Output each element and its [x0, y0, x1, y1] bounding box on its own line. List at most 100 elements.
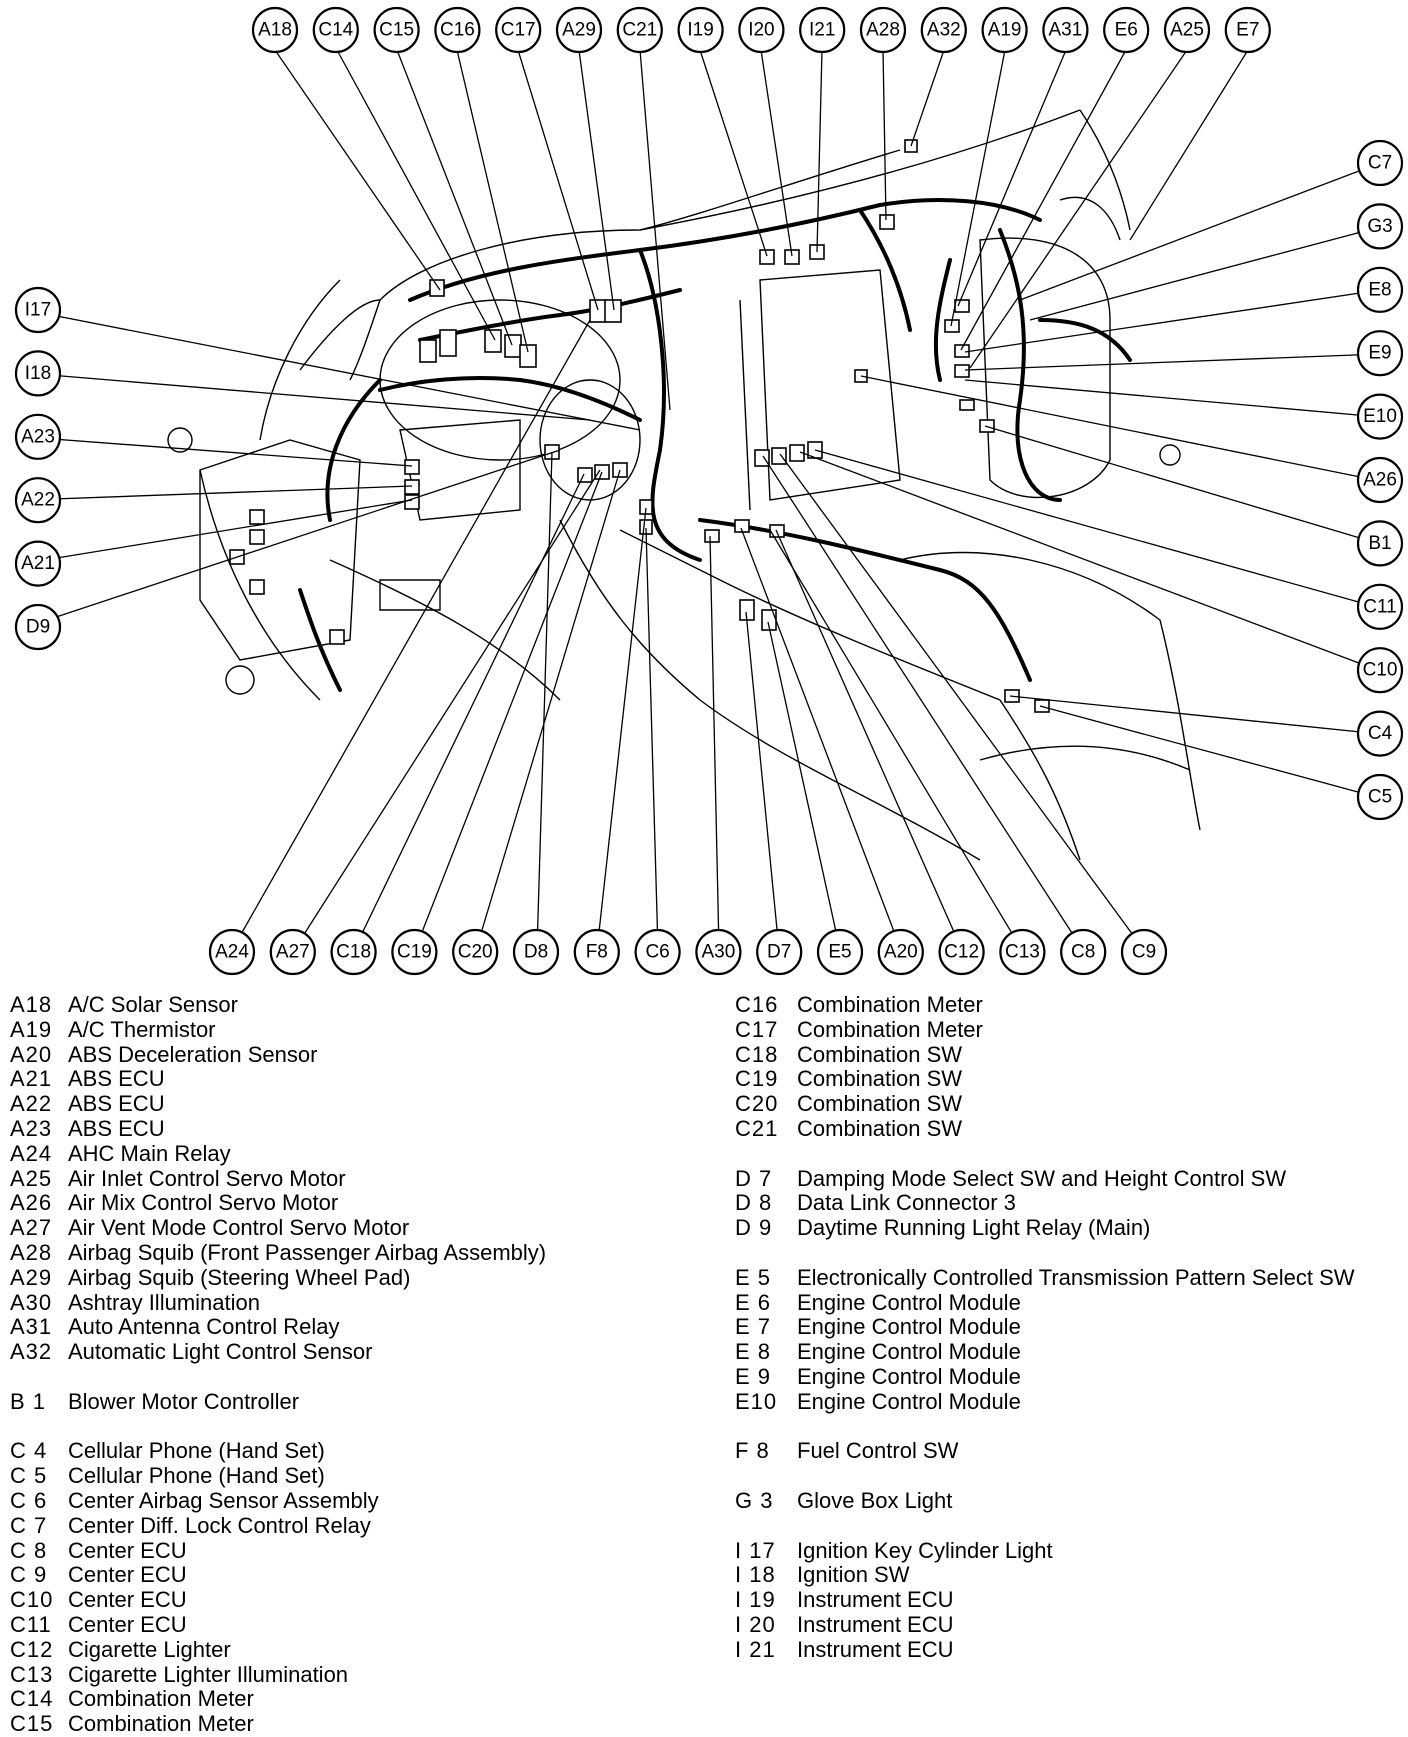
callout-text: C14	[318, 20, 353, 41]
legend-description: Ignition SW	[797, 1562, 910, 1588]
callout-text: G3	[1367, 216, 1392, 237]
callout-text: A21	[21, 553, 55, 574]
callout-text: C6	[645, 942, 669, 963]
callout-text: A30	[701, 942, 735, 963]
legend-spacer	[735, 1415, 1405, 1440]
legend-code: C18	[735, 1041, 779, 1067]
callout-a21: A21	[14, 540, 62, 587]
legend-description: Airbag Squib (Steering Wheel Pad)	[68, 1264, 411, 1290]
callout-circle	[269, 928, 316, 976]
callout-a24: A24	[208, 928, 256, 976]
callout-text: A23	[21, 426, 55, 447]
legend-code: A26	[10, 1190, 53, 1216]
legend-description: Damping Mode Select SW and Height Contro…	[797, 1165, 1287, 1191]
callout-c19: C19	[391, 928, 438, 976]
callout-text: I18	[25, 363, 51, 384]
legend-code: I 17	[735, 1537, 776, 1563]
legend-description: Instrument ECU	[797, 1636, 954, 1662]
legend-description: Cellular Phone (Hand Set)	[68, 1438, 325, 1464]
callout-text: E8	[1368, 279, 1391, 300]
vehicle-outline	[167, 109, 1201, 861]
callout-circle	[695, 928, 742, 976]
callout-a31: A31	[1042, 6, 1089, 54]
legend-code: E 7	[735, 1314, 772, 1340]
legend-description: Auto Antenna Control Relay	[68, 1314, 340, 1340]
callout-circle	[14, 286, 62, 334]
callout-c13: C13	[999, 928, 1046, 976]
legend-code: I 20	[735, 1611, 776, 1637]
legend-description: Engine Control Module	[797, 1314, 1021, 1340]
callout-circle	[555, 6, 603, 54]
callout-d9: D9	[14, 603, 62, 651]
callout-a18: A18	[251, 6, 299, 54]
legend-spacer	[735, 1514, 1405, 1539]
legend-code: C 5	[10, 1463, 48, 1489]
legend-description: Center ECU	[68, 1611, 187, 1637]
callout-text: D8	[524, 942, 548, 963]
legend-code: C11	[10, 1611, 52, 1637]
legend-spacer	[735, 1464, 1405, 1489]
legend-row: I 20 Instrument ECU	[735, 1611, 1405, 1638]
legend-description: Airbag Squib (Front Passenger Airbag Ass…	[68, 1239, 547, 1265]
callout-d7: D7	[756, 928, 803, 976]
legend-description: ABS ECU	[68, 1091, 165, 1117]
callout-c11: C11	[1356, 583, 1404, 630]
callout-circle	[14, 477, 62, 524]
legend-code: A31	[10, 1314, 53, 1340]
callout-circle	[14, 350, 62, 397]
callout-a28: A28	[859, 6, 907, 54]
callout-c17: C17	[495, 6, 542, 54]
legend-code: C 9	[10, 1562, 48, 1588]
callout-c18: C18	[330, 928, 377, 976]
callout-i20: I20	[738, 6, 785, 54]
legend-description: Glove Box Light	[797, 1487, 953, 1513]
callout-a19: A19	[981, 6, 1028, 54]
legend-code: A30	[10, 1289, 53, 1315]
callout-text: C11	[1363, 596, 1396, 617]
callout-text: E9	[1368, 343, 1391, 364]
legend-code: A20	[10, 1041, 53, 1067]
legend-code: A21	[10, 1066, 53, 1092]
legend-description: Instrument ECU	[797, 1587, 954, 1613]
callout-circle	[799, 6, 846, 54]
callout-c21: C21	[616, 6, 663, 54]
callout-a29: A29	[555, 6, 603, 54]
callout-e9: E9	[1356, 330, 1404, 377]
callout-circle	[14, 540, 62, 587]
callout-circle	[1356, 266, 1404, 313]
legend-code: E 5	[735, 1264, 772, 1290]
callout-text: C21	[622, 20, 657, 41]
callout-e8: E8	[1356, 266, 1404, 313]
callout-text: C16	[440, 20, 475, 41]
callout-i17: I17	[14, 286, 62, 334]
legend-description: ABS ECU	[68, 1115, 165, 1141]
callout-text: C10	[1363, 660, 1398, 681]
legend-description: Instrument ECU	[797, 1611, 954, 1637]
legend-description: A/C Solar Sensor	[68, 992, 238, 1017]
legend-code: E10	[735, 1388, 778, 1414]
legend-code: F 8	[735, 1438, 770, 1464]
callout-text: A20	[884, 942, 918, 963]
callout-c14: C14	[312, 6, 359, 54]
legend-code: A24	[10, 1140, 53, 1166]
callout-circle	[981, 6, 1028, 54]
callout-circle	[1356, 203, 1404, 250]
callout-c7: C7	[1356, 139, 1404, 187]
legend-description: Center ECU	[68, 1537, 187, 1563]
callout-text: C9	[1132, 942, 1156, 963]
callout-text: C13	[1005, 942, 1040, 963]
callout-text: C17	[501, 20, 536, 41]
